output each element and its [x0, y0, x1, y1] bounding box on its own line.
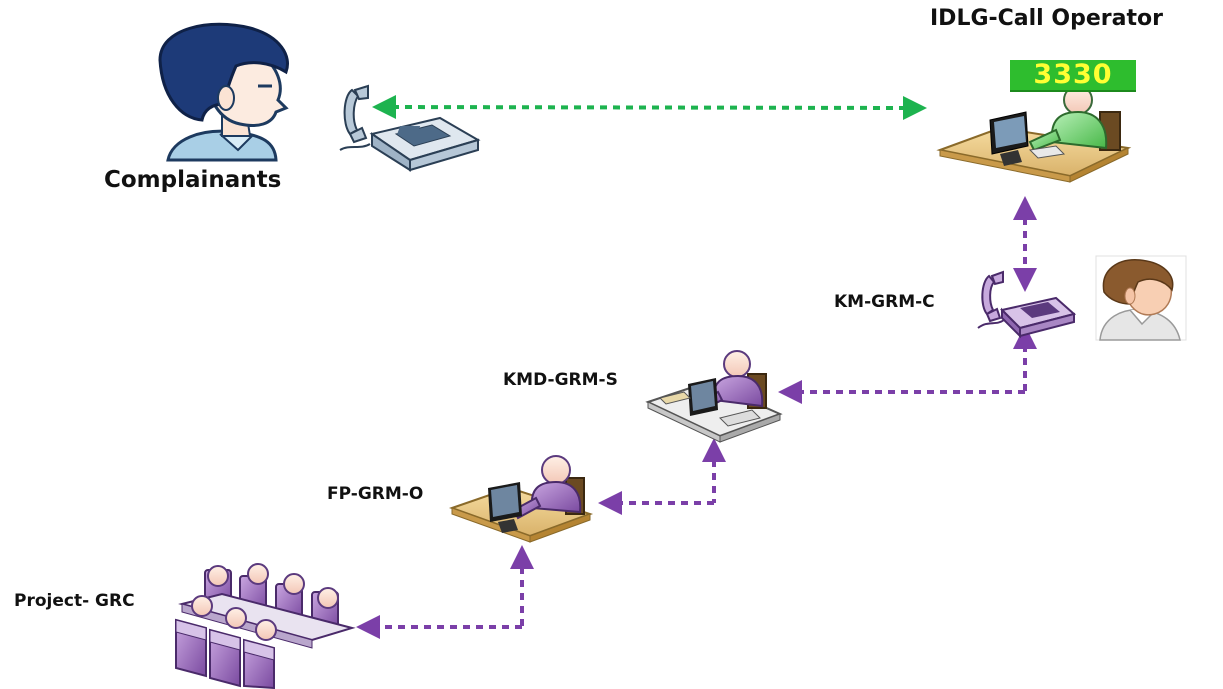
fp-grm-o-label: FP-GRM-O — [327, 484, 424, 504]
project-grc-meeting-icon — [175, 563, 356, 689]
purple-arrow-fpgrmo-to-projectgrc — [356, 545, 534, 639]
complainants-label: Complainants — [104, 167, 282, 193]
hotline-number-badge: 3330 — [1010, 60, 1136, 92]
green-two-way-arrow — [372, 95, 927, 120]
purple-desk-phone-icon — [977, 270, 1077, 339]
blue-desk-phone-icon — [339, 84, 481, 172]
project-grc-label: Project- GRC — [14, 591, 135, 611]
kmd-grm-s-workstation-icon — [645, 350, 783, 443]
fp-grm-o-workstation-icon — [448, 455, 594, 543]
purple-arrow-operator-to-kmgrmc — [1013, 196, 1037, 292]
call-operator-label: IDLG-Call Operator — [930, 6, 1163, 31]
complainant-person-icon — [158, 22, 289, 162]
purple-arrow-kmgrmc-to-kmdgrms — [778, 325, 1037, 404]
purple-arrow-kmdgrms-to-fpgrmo — [598, 438, 726, 515]
kmd-grm-s-label: KMD-GRM-S — [503, 370, 618, 390]
km-grm-c-label: KM-GRM-C — [834, 292, 935, 312]
call-operator-workstation-icon — [936, 85, 1132, 183]
km-grm-c-person-icon — [1095, 255, 1187, 341]
